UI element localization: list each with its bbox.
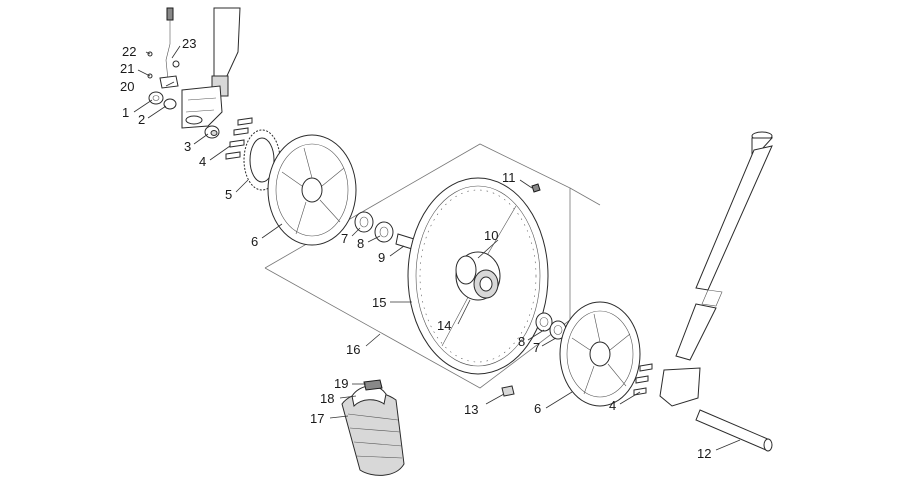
callout-20: 20 <box>120 79 134 94</box>
front-axle <box>695 409 773 452</box>
callout-1: 1 <box>122 105 129 120</box>
callout-6: 6 <box>251 234 258 249</box>
spacer-3 <box>204 125 220 139</box>
callout-16: 16 <box>346 342 360 357</box>
disc-bolts-right <box>633 363 653 396</box>
callout-17: 17 <box>310 411 324 426</box>
bearing-left <box>354 211 394 243</box>
callout-8: 8 <box>357 236 364 251</box>
leader-lines <box>133 45 741 451</box>
callout-13: 13 <box>464 402 478 417</box>
callout-23: 23 <box>182 36 196 51</box>
callout-19: 19 <box>334 376 348 391</box>
callout-22: 22 <box>122 44 136 59</box>
brake-disc-left <box>267 134 357 246</box>
callout-labels: 1 2 3 4 4 5 6 6 7 7 8 8 9 10 11 12 13 14… <box>120 36 711 461</box>
callout-12: 12 <box>697 446 711 461</box>
assembly-boundary <box>264 143 601 389</box>
balance-weight <box>501 385 515 397</box>
speed-sensor <box>147 7 180 89</box>
callout-9: 9 <box>378 250 385 265</box>
callout-7: 7 <box>533 340 540 355</box>
spacer-left <box>148 91 177 110</box>
callout-3: 3 <box>184 139 191 154</box>
callout-2: 2 <box>138 112 145 127</box>
callout-21: 21 <box>120 61 134 76</box>
callout-14: 14 <box>437 318 451 333</box>
valve <box>531 183 541 193</box>
bearing-right <box>535 312 567 340</box>
callout-15: 15 <box>372 295 386 310</box>
callout-18: 18 <box>320 391 334 406</box>
right-fork-leg <box>659 131 774 407</box>
callout-4: 4 <box>199 154 206 169</box>
callout-4: 4 <box>609 398 616 413</box>
callout-7: 7 <box>341 231 348 246</box>
callout-5: 5 <box>225 187 232 202</box>
left-fork-leg <box>181 7 241 129</box>
callout-8: 8 <box>518 334 525 349</box>
callout-10: 10 <box>484 228 498 243</box>
wheel-hub <box>455 251 501 301</box>
brake-disc-right <box>559 301 641 407</box>
callout-6: 6 <box>534 401 541 416</box>
disc-bolts-left <box>225 117 253 160</box>
callout-11: 11 <box>502 170 516 185</box>
tire-section <box>341 379 405 476</box>
